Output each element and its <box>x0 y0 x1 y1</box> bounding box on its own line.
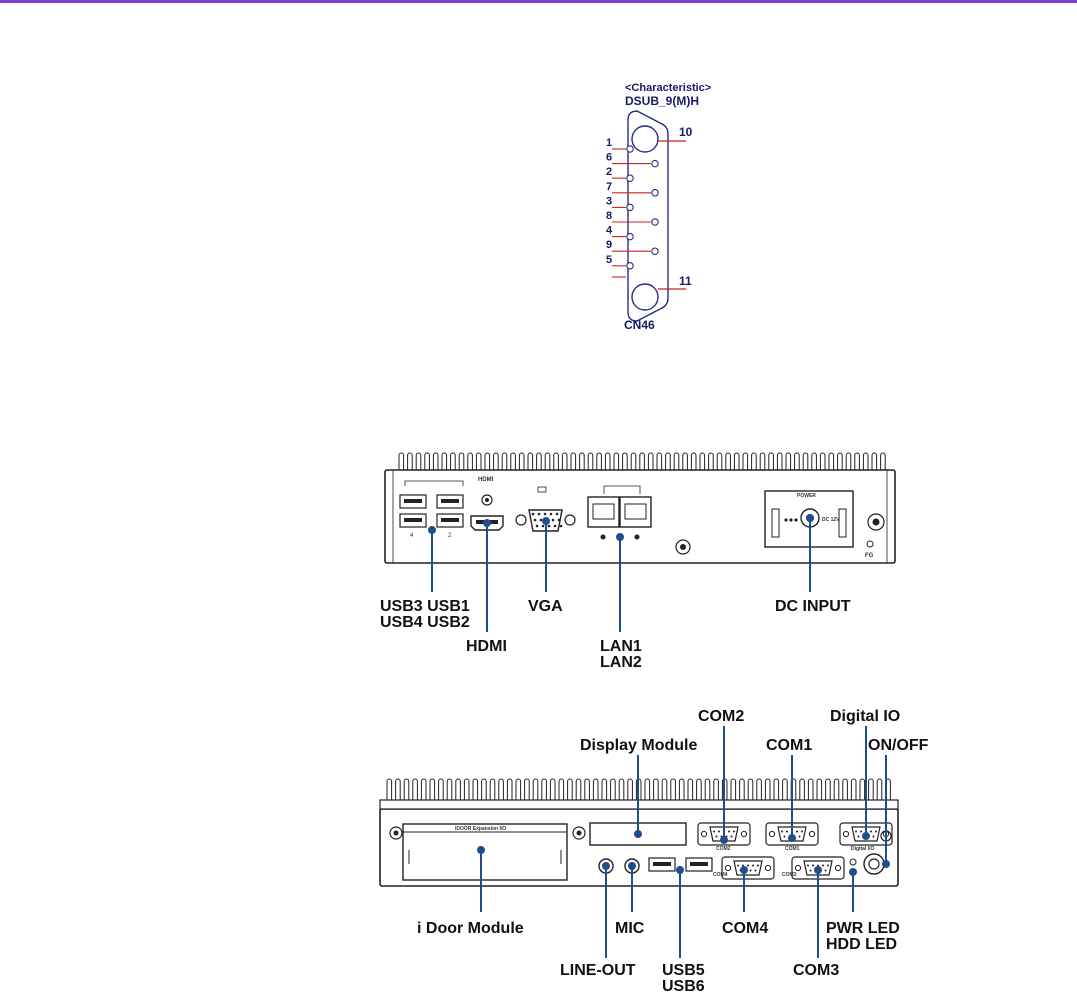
schematic-header: <Characteristic> <box>625 82 711 94</box>
callout-digital-io: Digital IO <box>830 708 900 725</box>
pin-2-label: 2 <box>606 166 612 178</box>
pin-4-label: 4 <box>606 225 613 237</box>
pin-8-label: 8 <box>606 210 612 222</box>
pin-group: 1 6 2 7 3 8 4 9 5 <box>606 137 658 277</box>
callout-usb-line1: USB3 USB1 <box>380 598 470 615</box>
pin-9-label: 9 <box>606 239 612 251</box>
hdmi-mark: HDMI <box>478 477 494 483</box>
callout-usb5: USB5 <box>662 962 705 979</box>
callout-dc-input: DC INPUT <box>775 598 851 615</box>
com4-port <box>722 857 774 879</box>
dsub-schematic: <Characteristic> DSUB_9(M)H 10 11 1 6 2 7 3 8… <box>606 82 711 332</box>
callout-com1: COM1 <box>766 737 812 754</box>
callout-line-out: LINE-OUT <box>560 962 636 979</box>
pin-4-contact <box>627 233 633 239</box>
fg-mark: FG <box>865 553 874 559</box>
callout-com4: COM4 <box>722 920 768 937</box>
com1-mark: COM1 <box>785 846 800 852</box>
schematic-ref: CN46 <box>624 318 655 332</box>
pin-3-label: 3 <box>606 195 612 207</box>
callout-usb-line2: USB4 USB2 <box>380 614 470 631</box>
front-panel-diagram: IDOOR Expansion I/O COM2 COM1 COM4 COM3 … <box>380 708 929 995</box>
power-mark: POWER <box>797 493 816 499</box>
pin-1-label: 1 <box>606 137 612 149</box>
pin-2-contact <box>627 175 633 181</box>
callout-mic: MIC <box>615 920 645 937</box>
callout-on-off: ON/OFF <box>868 737 929 754</box>
callout-vga: VGA <box>528 598 563 615</box>
digital-io-mark: Digital I/O <box>851 846 874 852</box>
pin-6-label: 6 <box>606 152 612 164</box>
pin-7-label: 7 <box>606 181 612 193</box>
callout-usb6: USB6 <box>662 978 705 995</box>
pin-1-contact <box>627 146 633 152</box>
mount-hole-top <box>632 126 658 152</box>
callout-hdmi: HDMI <box>466 638 507 655</box>
schematic-part-name: DSUB_9(M)H <box>625 94 699 108</box>
pin-3-contact <box>627 204 633 210</box>
callout-lan2: LAN2 <box>600 654 642 671</box>
com4-mark: COM4 <box>713 872 728 878</box>
pin-11-label: 11 <box>679 274 692 288</box>
callout-com2: COM2 <box>698 708 744 725</box>
pin-8-contact <box>652 219 658 225</box>
callout-idoor-module: i Door Module <box>417 920 524 937</box>
pin-9-contact <box>652 248 658 254</box>
callout-pwr-led: PWR LED <box>826 920 900 937</box>
callout-com3: COM3 <box>793 962 839 979</box>
callout-hdd-led: HDD LED <box>826 936 897 953</box>
pin-5-contact <box>627 263 633 269</box>
callout-display-module: Display Module <box>580 737 697 754</box>
callout-lan1: LAN1 <box>600 638 642 655</box>
dc-mark: DC 12V <box>822 517 840 523</box>
com2-mark: COM2 <box>716 846 731 852</box>
rear-panel-diagram: 4 2 HDMI <box>380 453 895 671</box>
pin-6-contact <box>652 160 658 166</box>
idoor-mark: IDOOR Expansion I/O <box>455 826 506 832</box>
pin-10-label: 10 <box>679 125 693 139</box>
pin-5-label: 5 <box>606 254 612 266</box>
com3-mark: COM3 <box>782 872 797 878</box>
mount-hole-bottom <box>632 284 658 310</box>
pin-7-contact <box>652 190 658 196</box>
